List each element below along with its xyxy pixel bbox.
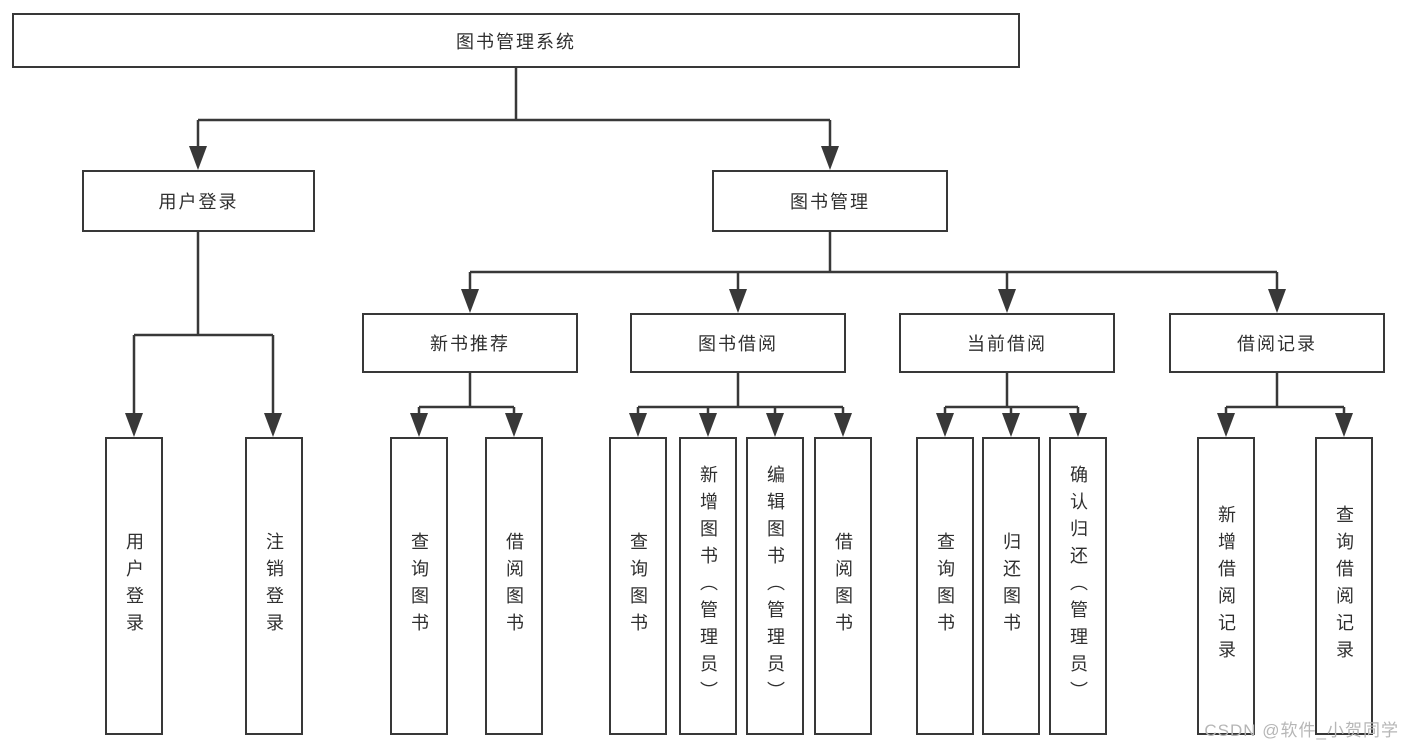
node-book-borrow: 图书借阅	[630, 313, 846, 373]
leaf-query-borrow-record: 查询借阅记录	[1315, 437, 1373, 735]
node-new-book-recommend-label: 新书推荐	[430, 334, 510, 354]
leaf-borrow-books-recommend: 借阅图书	[485, 437, 543, 735]
leaf-add-borrow-record: 新增借阅记录	[1197, 437, 1255, 735]
leaf-return-books: 归还图书	[982, 437, 1040, 735]
node-current-borrow: 当前借阅	[899, 313, 1115, 373]
leaf-edit-books-admin: 编辑图书（管理员）	[746, 437, 804, 735]
leaf-return-books-label: 归还图书	[1001, 532, 1021, 640]
csdn-watermark: CSDN @软件_小贺同学	[1204, 721, 1399, 740]
leaf-borrow-books-recommend-label: 借阅图书	[504, 532, 524, 640]
leaf-query-books-borrow-label: 查询图书	[628, 532, 648, 640]
leaf-logout-label: 注销登录	[264, 532, 284, 640]
node-root-label: 图书管理系统	[456, 31, 576, 52]
node-book-management-label: 图书管理	[790, 192, 870, 212]
leaf-confirm-return-admin: 确认归还（管理员）	[1049, 437, 1107, 735]
node-current-borrow-label: 当前借阅	[967, 334, 1047, 354]
arrowheads	[125, 146, 1353, 437]
node-book-borrow-label: 图书借阅	[698, 334, 778, 354]
leaf-user-login: 用户登录	[105, 437, 163, 735]
leaf-borrow-books-label: 借阅图书	[833, 532, 853, 640]
leaf-add-books-admin-label: 新增图书（管理员）	[698, 464, 718, 708]
node-new-book-recommend: 新书推荐	[362, 313, 578, 373]
node-root-library-system: 图书管理系统	[12, 13, 1020, 68]
leaf-add-borrow-record-label: 新增借阅记录	[1216, 505, 1236, 667]
node-borrow-records-label: 借阅记录	[1237, 334, 1317, 354]
leaf-query-books-current: 查询图书	[916, 437, 974, 735]
leaf-query-books-recommend-label: 查询图书	[409, 532, 429, 640]
leaf-edit-books-admin-label: 编辑图书（管理员）	[765, 464, 785, 708]
node-user-login-label: 用户登录	[158, 192, 239, 212]
leaf-confirm-return-admin-label: 确认归还（管理员）	[1068, 464, 1088, 708]
leaf-query-borrow-record-label: 查询借阅记录	[1334, 505, 1354, 667]
leaf-query-books-recommend: 查询图书	[390, 437, 448, 735]
leaf-query-books-borrow: 查询图书	[609, 437, 667, 735]
leaf-user-login-label: 用户登录	[124, 532, 144, 640]
leaf-borrow-books: 借阅图书	[814, 437, 872, 735]
node-user-login: 用户登录	[82, 170, 315, 232]
node-book-management: 图书管理	[712, 170, 948, 232]
leaf-logout: 注销登录	[245, 437, 303, 735]
leaf-query-books-current-label: 查询图书	[935, 532, 955, 640]
node-borrow-records: 借阅记录	[1169, 313, 1385, 373]
leaf-add-books-admin: 新增图书（管理员）	[679, 437, 737, 735]
